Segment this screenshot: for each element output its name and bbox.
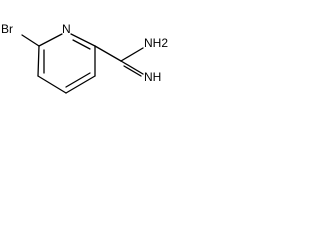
bond-amidine-nh-inner	[123, 65, 142, 77]
bond-c2-amidine	[94, 45, 122, 62]
bromine-label: Br	[1, 22, 13, 36]
bond-amidine-nh2	[120, 47, 144, 62]
bond-c3-c4-inner	[65, 72, 91, 88]
chemical-structure: Br N NH2 NH	[1, 22, 168, 94]
bond-amidine-nh-outer	[120, 60, 144, 75]
bond-c3-c4	[65, 75, 96, 94]
bond-c6-n1	[38, 33, 63, 47]
bond-c4-c5	[37, 75, 67, 94]
amine-label: NH2	[144, 36, 168, 50]
bond-n1-c2	[70, 33, 96, 47]
bond-c5-c6	[37, 45, 40, 77]
bond-n1-c2-inner	[72, 39, 91, 50]
imine-label: NH	[144, 70, 161, 84]
bond-c6-br	[21, 34, 40, 47]
ring-nitrogen-label: N	[62, 22, 71, 36]
